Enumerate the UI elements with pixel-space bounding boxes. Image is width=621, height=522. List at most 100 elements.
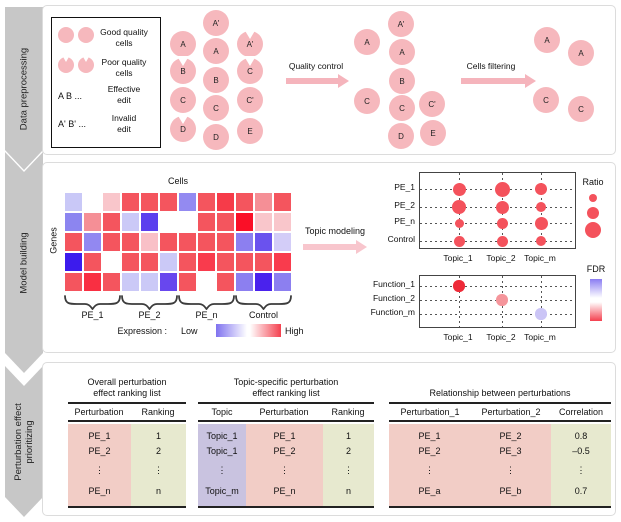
- quality-control-arrow-icon: [286, 74, 349, 88]
- heatmap-cell: [235, 252, 254, 272]
- cell-a': A': [388, 11, 414, 37]
- ratio-dot: [495, 200, 509, 214]
- cell-a: A: [534, 27, 560, 53]
- col-label-topic_m: Topic_m: [524, 332, 556, 342]
- topic-dotplot-box: [419, 172, 576, 249]
- cell-e: E: [237, 118, 263, 144]
- poor-cells-icon: [58, 55, 94, 73]
- ratio-dot: [536, 236, 546, 246]
- rule: [389, 402, 611, 404]
- ratio-legend-dot: [587, 207, 599, 219]
- fdr-dot: [535, 308, 547, 320]
- ratio-legend-dot: [585, 222, 601, 238]
- heatmap-cells-title: Cells: [167, 176, 188, 186]
- stage-label-data-preprocessing: Data preprocessing: [18, 47, 30, 130]
- row-label-function_2: Function_2: [372, 293, 415, 303]
- table-cell: 1: [155, 431, 161, 441]
- heatmap-cell: [178, 192, 197, 212]
- table-cell: PE_3: [499, 446, 522, 456]
- heatmap-cell: [178, 232, 197, 252]
- rule: [198, 402, 374, 404]
- cell-label: A': [212, 18, 220, 28]
- heatmap-cell: [102, 212, 121, 232]
- expression-low-gradient: [216, 324, 247, 337]
- fdr-dot: [496, 294, 508, 306]
- heatmap-cell: [254, 192, 273, 212]
- ratio-dot: [535, 183, 547, 195]
- cell-label: A: [180, 39, 186, 49]
- heatmap-genes-label: Genes: [48, 227, 59, 254]
- table-cell: PE_1: [88, 431, 111, 441]
- table-cell: 0.8: [574, 431, 588, 441]
- heatmap-cell: [121, 212, 140, 232]
- row-label-control: Control: [387, 234, 415, 244]
- table-cell: PE_1: [418, 431, 441, 441]
- table-2: Topic-specific perturbation effect ranki…: [43, 363, 615, 515]
- cell-b: B: [203, 67, 229, 93]
- heatmap-cell: [121, 192, 140, 212]
- cell-c: C: [170, 87, 196, 113]
- cell-label: C': [246, 95, 254, 105]
- cell-b: B: [170, 56, 196, 84]
- row-label-pe_n: PE_n: [394, 216, 415, 226]
- stage-banner-model-building: Model building: [5, 152, 43, 373]
- heatmap-cell: [216, 252, 235, 272]
- ratio-dot: [452, 200, 466, 214]
- group-label-pe_2: PE_2: [138, 310, 161, 320]
- heatmap-cell: [121, 252, 140, 272]
- cell-label: D: [180, 124, 186, 134]
- cell-c: C: [389, 95, 415, 121]
- table-cell: 2: [155, 446, 161, 456]
- effective-edit-symbol: A B ...: [58, 91, 83, 101]
- cell-a: A: [203, 38, 229, 64]
- cell-label: E: [430, 128, 436, 138]
- heatmap-cell: [64, 272, 83, 292]
- cell-a: A: [170, 31, 196, 57]
- heatmap-cell: [197, 232, 216, 252]
- cell-d: D: [170, 114, 196, 142]
- heatmap-cell: [235, 192, 254, 212]
- column-header-ranking: Ranking: [331, 407, 365, 417]
- cell-label: B: [399, 76, 405, 86]
- table-cell: PE_2: [499, 431, 522, 441]
- effective-edit-label: Effective edit: [107, 84, 141, 105]
- good-cells-label: Good quality cells: [100, 27, 148, 48]
- table-cell: ⋮: [95, 465, 104, 475]
- heatmap-cell: [159, 232, 178, 252]
- table-title: Relationship between perturbations: [429, 388, 571, 398]
- ratio-dot: [454, 218, 464, 228]
- column-header-ranking: Ranking: [141, 407, 175, 417]
- rule: [68, 506, 186, 508]
- ratio-dot: [496, 217, 508, 229]
- stage-label-perturbation-prioritizing: Perturbation effect prioritizing: [13, 402, 35, 481]
- table-cell: n: [345, 486, 351, 496]
- cell-c': C': [419, 91, 445, 117]
- expression-legend-label: Expression :: [117, 326, 167, 336]
- table-cell: –0.5: [572, 446, 590, 456]
- heatmap-cell: [121, 272, 140, 292]
- heatmap-cell: [121, 232, 140, 252]
- heatmap-cell: [64, 232, 83, 252]
- fdr-dot: [453, 280, 465, 292]
- row-label-function_m: Function_m: [370, 307, 415, 317]
- table-cell: PE_n: [273, 486, 296, 496]
- cell-c: C: [203, 95, 229, 121]
- cell-c: C: [568, 96, 594, 122]
- ratio-legend-title: Ratio: [582, 177, 604, 187]
- poor-cell-icon: [78, 55, 94, 73]
- heatmap-cell: [273, 192, 292, 212]
- cell-label: A: [578, 48, 584, 58]
- cell-d: D: [203, 124, 229, 150]
- column-header-correlation: Correlation: [558, 407, 604, 417]
- table-cell: ⋮: [506, 465, 515, 475]
- expression-high-gradient: [250, 324, 281, 337]
- heatmap-cell: [83, 232, 102, 252]
- ratio-dot: [496, 235, 508, 247]
- stage-banner-perturbation-prioritizing: Perturbation effect prioritizing: [5, 366, 43, 517]
- cell-c: C: [533, 87, 559, 113]
